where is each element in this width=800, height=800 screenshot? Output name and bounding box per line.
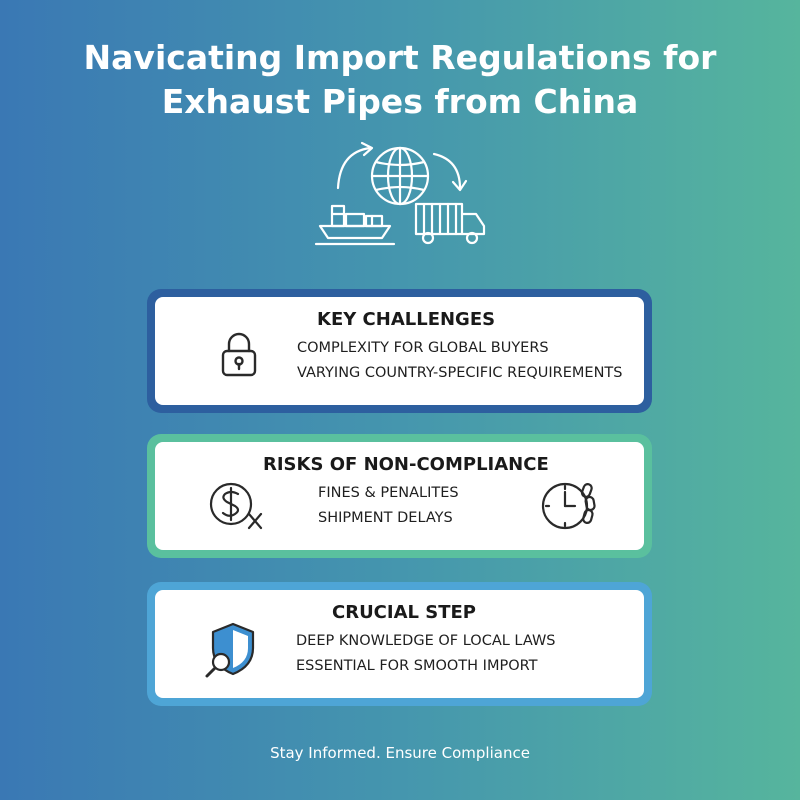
- card-line: FINES & PENALITES: [318, 485, 459, 501]
- clock-chain-icon: [541, 482, 596, 530]
- dollar-fine-icon: [209, 482, 263, 530]
- title-line-2: Exhaust Pipes from China: [161, 82, 639, 121]
- card-risks-non-compliance: RISKS OF NON-COMPLIANCE FINES & PENALITE…: [147, 434, 652, 558]
- circular-arrows-icon: [336, 141, 468, 192]
- title-line-1: Navicating Import Regulations for: [83, 38, 717, 77]
- page-title: Navicating Import Regulations for Exhaus…: [0, 36, 800, 124]
- truck-icon: [414, 202, 486, 245]
- card-line: DEEP KNOWLEDGE OF LOCAL LAWS: [296, 633, 556, 649]
- padlock-icon: [221, 332, 257, 377]
- globe-icon: [370, 146, 430, 206]
- card-line: SHIPMENT DELAYS: [318, 510, 453, 526]
- card-crucial-step: CRUCIAL STEP DEEP KNOWLEDGE OF LOCAL LAW…: [147, 582, 652, 706]
- card-heading: RISKS OF NON-COMPLIANCE: [263, 454, 549, 475]
- shield-magnifier-icon: [205, 622, 255, 678]
- card-line: COMPLEXITY FOR GLOBAL BUYERS: [297, 340, 549, 356]
- card-heading: KEY CHALLENGES: [317, 309, 496, 330]
- card-line: VARYING COUNTRY-SPECIFIC REQUIREMENTS: [297, 365, 623, 381]
- card-key-challenges: KEY CHALLENGES COMPLEXITY FOR GLOBAL BUY…: [147, 289, 652, 413]
- card-heading: CRUCIAL STEP: [332, 602, 476, 623]
- footer-tagline: Stay Informed. Ensure Compliance: [270, 744, 530, 762]
- card-line: ESSENTIAL FOR SMOOTH IMPORT: [296, 658, 538, 674]
- hero-illustration: [314, 141, 486, 246]
- ship-icon: [314, 204, 396, 246]
